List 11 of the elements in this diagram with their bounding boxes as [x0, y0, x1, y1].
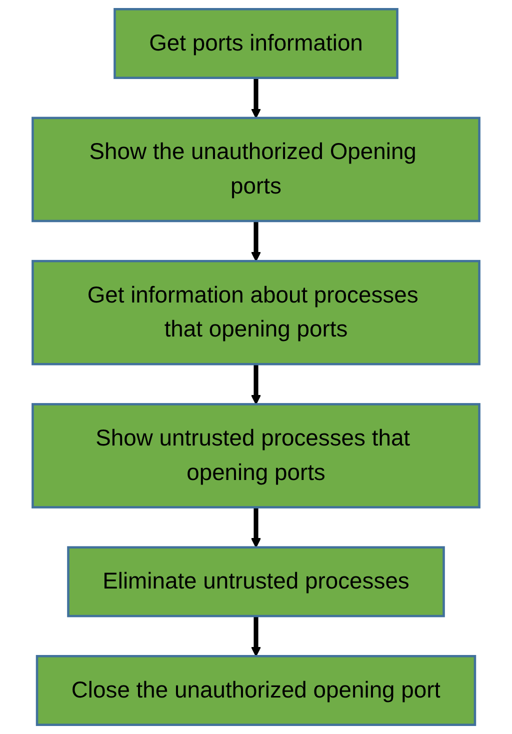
node-box: Get information about processes that opening ports: [32, 260, 480, 366]
node-box: Close the unauthorized opening port: [36, 655, 476, 726]
node-box: Show untrusted processes that opening ports: [32, 403, 480, 508]
node-box: Get ports information: [114, 8, 398, 79]
arrow: [250, 507, 262, 548]
arrow: [250, 221, 262, 262]
node-box: Show the unauthorized Opening ports: [32, 116, 480, 222]
arrow: [250, 364, 262, 405]
node-box: Eliminate untrusted processes: [67, 546, 445, 618]
arrow: [250, 78, 262, 118]
arrow: [250, 616, 262, 657]
